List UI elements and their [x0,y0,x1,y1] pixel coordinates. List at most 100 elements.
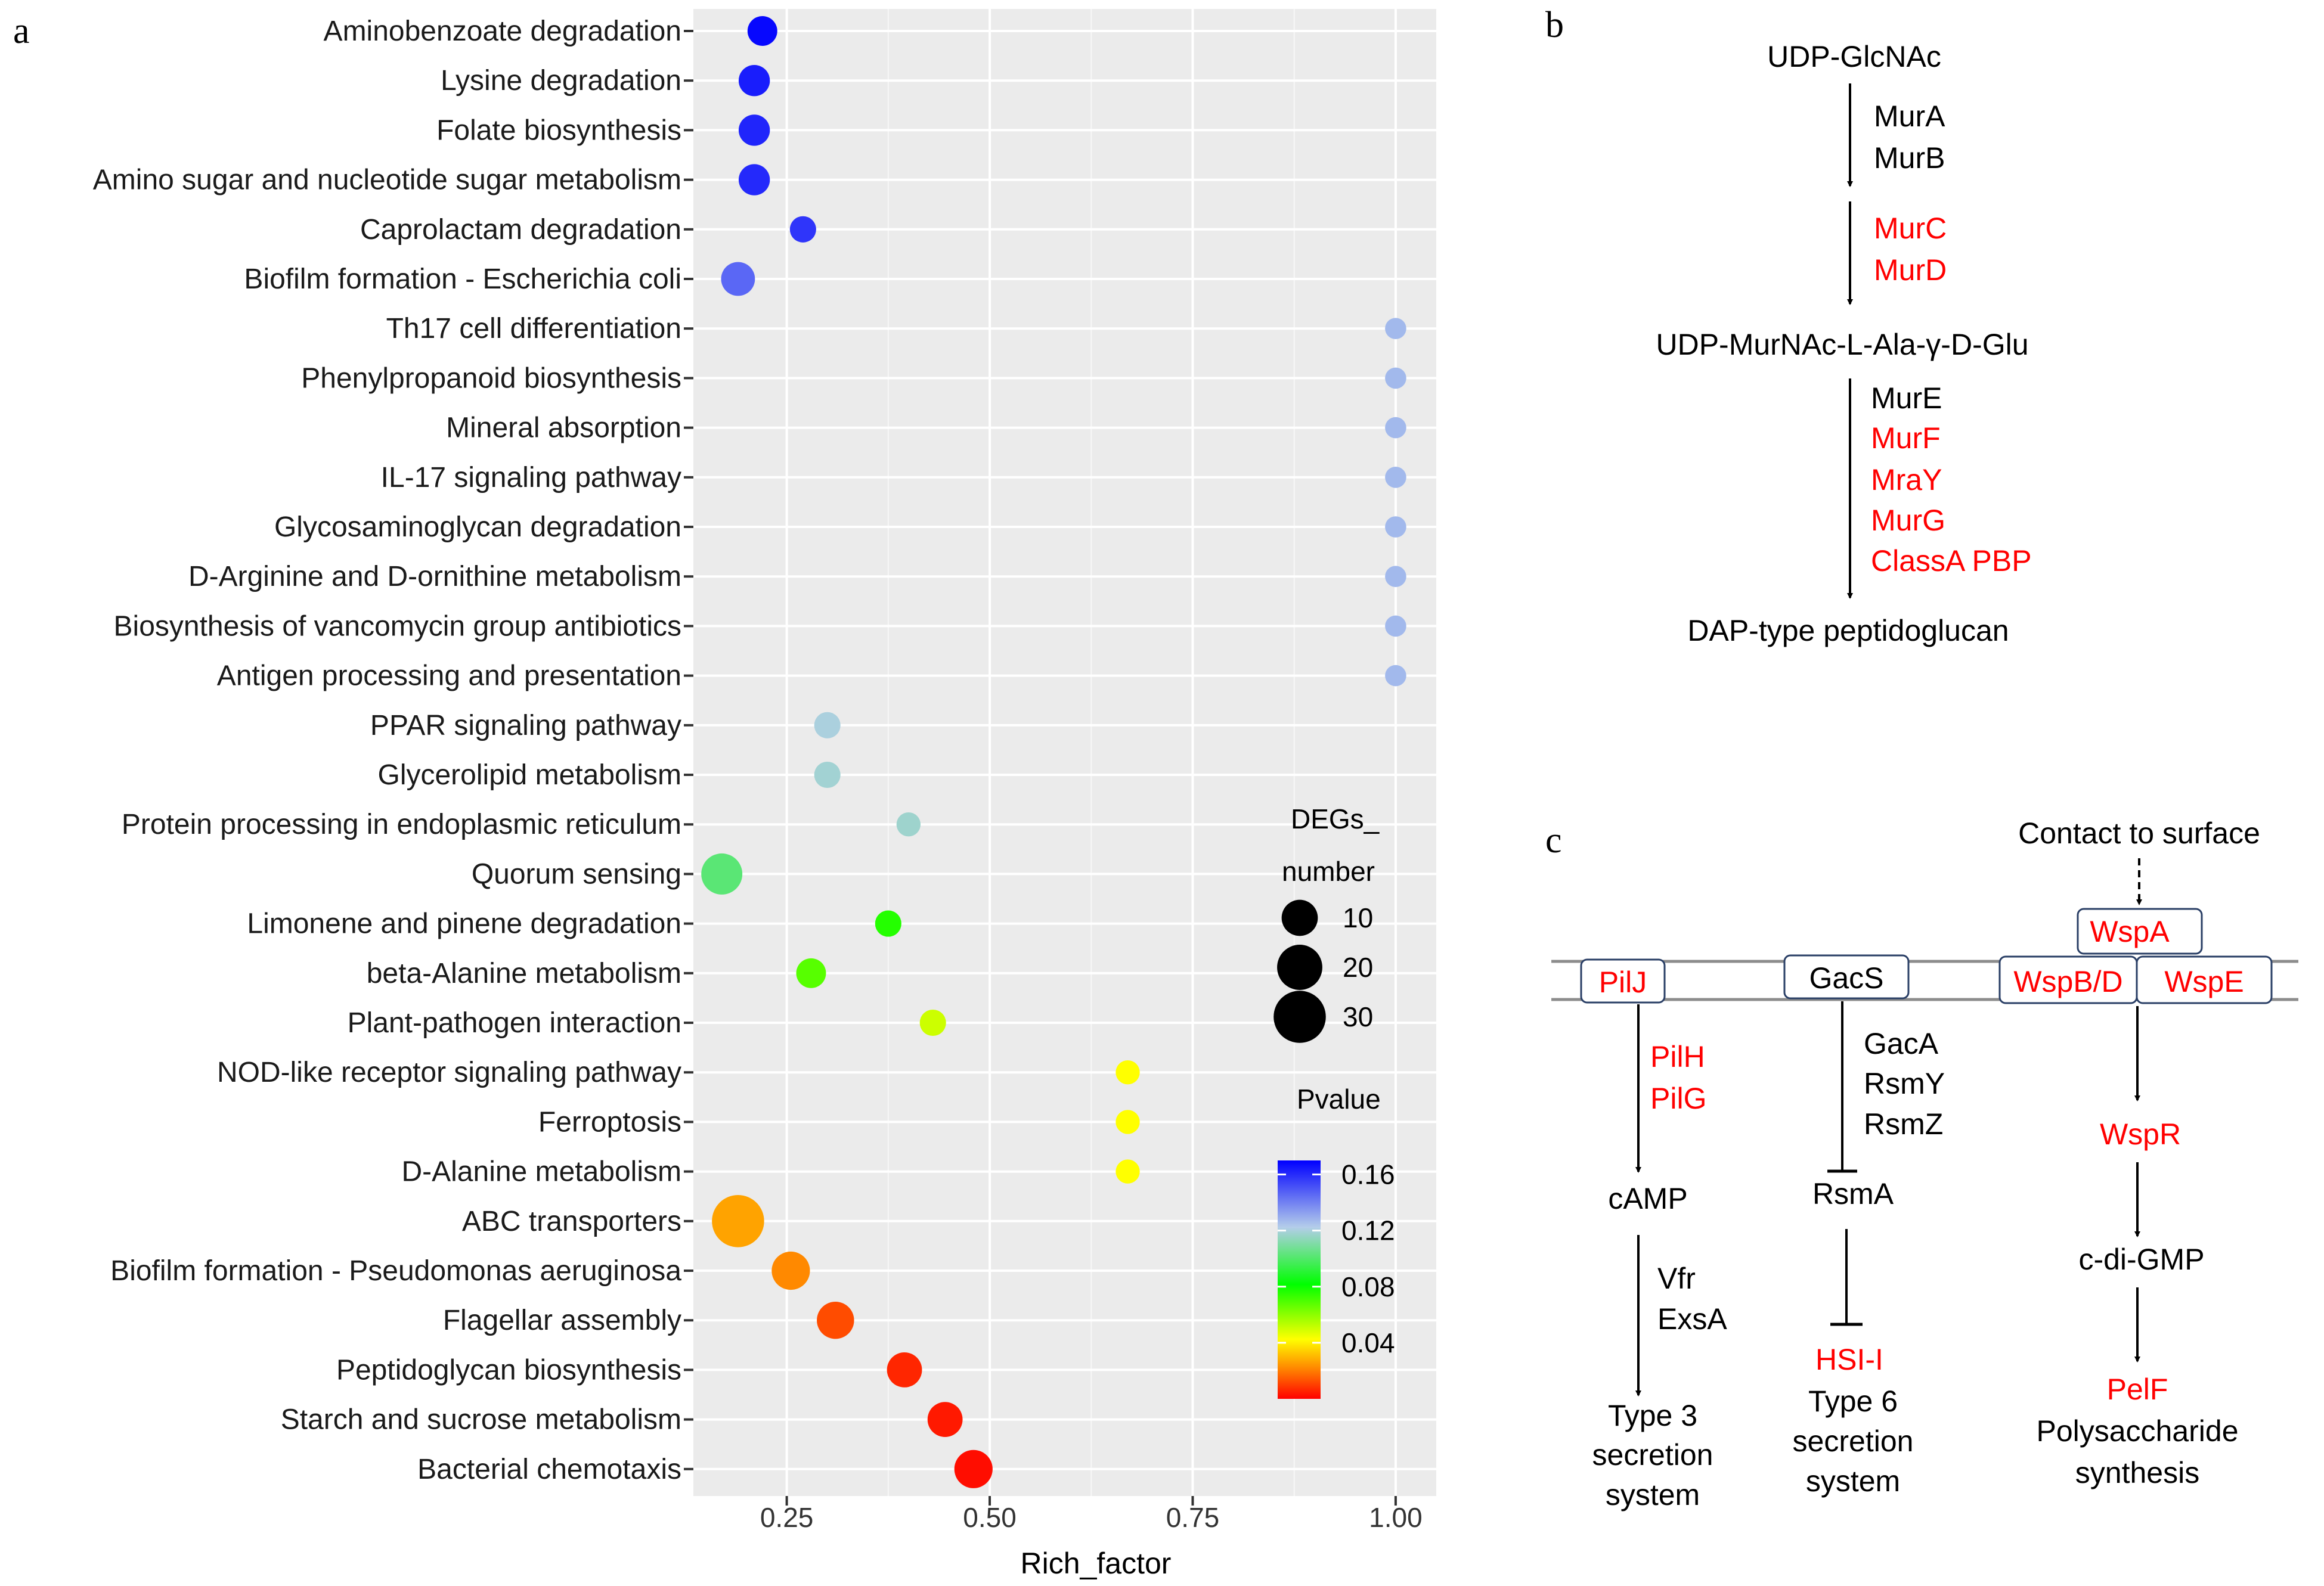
data-point [817,1301,854,1339]
wspa: WspA [2090,915,2170,948]
pathway-label: Th17 cell differentiation [386,313,681,344]
pelf: PelF [2107,1373,2168,1406]
data-point [954,1450,993,1488]
size-legend-label: 30 [1343,1001,1373,1032]
data-point [796,958,826,988]
data-point [875,910,901,937]
data-point [771,1251,810,1290]
size-legend-title-2: number [1282,856,1375,887]
data-point [1115,1159,1140,1184]
data-point [1385,367,1406,389]
data-point [712,1195,764,1247]
synthesis: synthesis [2075,1456,2199,1489]
data-point [919,1009,946,1036]
data-point [896,812,921,837]
type6-line2: secretion [1793,1424,1914,1458]
pathway-label: Plant-pathogen interaction [348,1007,681,1039]
pathway-label: Biofilm formation - Escherichia coli [244,263,681,295]
wspe-box [2136,955,2273,1004]
data-point [1385,467,1406,488]
size-legend-dot [1281,899,1318,936]
data-point [738,64,770,97]
pathway-label: Antigen processing and presentation [217,660,681,692]
data-point [1385,665,1406,687]
panel-label-b: b [1545,5,1564,45]
pathway-label: Phenylpropanoid biosynthesis [301,362,681,394]
classa-pbp: ClassA PBP [1871,544,2032,578]
dap-peptidoglucan: DAP-type peptidoglucan [1687,614,2009,647]
gacs: GacS [1809,961,1883,995]
udp-glcnac: UDP-GlcNAc [1767,40,1941,73]
color-bar [1278,1160,1321,1399]
x-tick-label: 0.50 [963,1502,1017,1533]
pilg: PilG [1650,1082,1706,1115]
pilj: PilJ [1599,966,1647,999]
size-legend-label: 10 [1343,902,1373,933]
murd: MurD [1874,253,1947,287]
data-point [1385,318,1406,339]
pathway-label: Glycerolipid metabolism [377,759,681,791]
udp-murnac: UDP-MurNAc-L-Ala-γ-D-Glu [1656,328,2028,361]
data-point [1115,1060,1140,1085]
rsmz: RsmZ [1864,1107,1943,1141]
murf: MurF [1871,421,1941,455]
polysaccharide: Polysaccharide [2036,1414,2238,1448]
pathway-label: NOD-like receptor signaling pathway [217,1057,681,1088]
data-point [738,114,770,146]
mure: MurE [1871,381,1942,415]
pathway-label: Peptidoglycan biosynthesis [336,1354,681,1386]
panel-label-a: a [13,11,30,51]
type3-line2: secretion [1592,1438,1713,1472]
data-point [1115,1110,1140,1134]
pathway-label: ABC transporters [462,1206,681,1237]
contact-to-surface: Contact to surface [2018,817,2260,850]
colorbar-label: 0.16 [1341,1159,1395,1190]
data-point [747,16,777,46]
type6-line1: Type 6 [1808,1385,1898,1418]
data-point [814,761,841,789]
rsmy: RsmY [1864,1067,1945,1100]
colorbar-label: 0.08 [1341,1271,1395,1302]
data-point [701,853,743,895]
pathway-label: Biosynthesis of vancomycin group antibio… [114,610,681,642]
data-points [701,16,1406,1488]
pilh: PilH [1650,1040,1705,1073]
data-point [1385,566,1406,587]
pathway-label: Flagellar assembly [443,1305,681,1336]
rsma: RsmA [1812,1177,1894,1211]
murb: MurB [1874,141,1945,175]
pathway-label: Bacterial chemotaxis [417,1454,681,1485]
type6-line3: system [1806,1464,1900,1498]
panel-b: b UDP-GlcNAc MurA MurB MurC MurD UDP-Mur… [1545,5,2032,647]
data-point [814,712,841,738]
data-point [1385,516,1406,538]
size-legend-label: 20 [1343,952,1373,983]
panel-label-c: c [1545,820,1562,861]
pathway-label: PPAR signaling pathway [370,710,681,741]
murg: MurG [1871,504,1945,537]
murc: MurC [1874,212,1947,245]
data-point [887,1352,922,1388]
wspe: WspE [2164,965,2244,998]
panel-c: c Contact to surface PilJ GacS WspA WspB… [1545,817,2298,1511]
camp: cAMP [1608,1182,1687,1215]
type3-line1: Type 3 [1608,1399,1697,1432]
pathway-label: Amino sugar and nucleotide sugar metabol… [93,165,681,196]
pathway-label: Lysine degradation [441,65,681,97]
pathway-label: Protein processing in endoplasmic reticu… [122,809,681,840]
size-legend-dot [1273,991,1326,1043]
pathway-label: Mineral absorption [446,412,681,444]
pilj-box [1580,958,1666,1004]
wspa-box [2077,908,2203,955]
pathway-label: Biofilm formation - Pseudomonas aerugino… [110,1255,681,1287]
pathway-label: IL-17 signaling pathway [381,462,681,494]
pathway-label: D-Alanine metabolism [401,1156,681,1188]
mray: MraY [1871,463,1942,496]
data-point [789,216,816,243]
gacs-box [1783,954,1910,1000]
